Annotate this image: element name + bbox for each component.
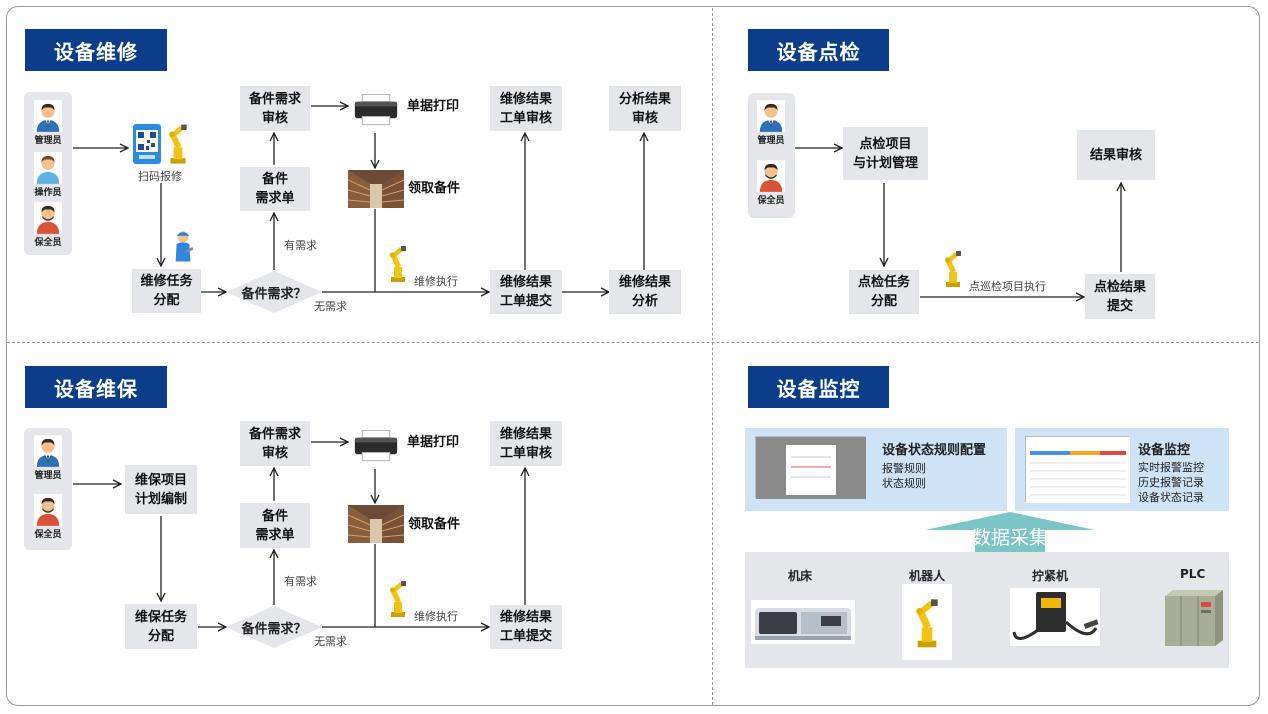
collect-arrow-shape: [925, 512, 1095, 552]
maintenance-decision: 备件需求？: [226, 606, 322, 648]
robot-arm-icon: [902, 584, 952, 660]
maintenance-pickup-label: 领取备件: [407, 516, 460, 532]
device-monitor-panel: 设备监控 实时报警监控 历史报警记录 设备状态记录: [1015, 428, 1229, 511]
maintenance-title: 设备维保: [25, 366, 167, 408]
qr-code-icon: [133, 124, 161, 164]
repair-analysis-box: 维修结果 分析: [609, 270, 681, 314]
horizontal-divider: [7, 342, 1259, 343]
repair-audit-box: 维修结果 工单审核: [490, 86, 562, 131]
device-monitor-screenshot: [1025, 436, 1130, 503]
security-avatar-icon: [34, 494, 62, 526]
repair-noneed-label: 无需求: [314, 300, 347, 313]
repair-print-label: 单据打印: [406, 98, 459, 114]
repair-request-box: 备件 需求单: [240, 167, 310, 211]
admin-avatar-icon: [34, 435, 62, 467]
role-security: 保全员: [22, 202, 74, 248]
repair-exec-label: 维修执行: [414, 275, 458, 288]
repair-pickup-label: 领取备件: [407, 180, 460, 196]
maintenance-need-label: 有需求: [284, 575, 317, 588]
vertical-divider: [712, 8, 713, 705]
rule-config-screenshot: [755, 436, 866, 499]
repair-review-box: 备件需求 审核: [240, 86, 310, 131]
device-plc-label: PLC: [1180, 567, 1206, 581]
repair-decision: 备件需求？: [226, 271, 322, 313]
device-monitor-item-realtime: 实时报警监控: [1138, 461, 1204, 474]
rule-config-title: 设备状态规则配置: [882, 443, 987, 458]
security-avatar-icon: [34, 202, 62, 234]
role-security: 保全员: [22, 494, 74, 540]
outer-frame: [6, 6, 1260, 706]
repair-task-box: 维修任务 分配: [132, 269, 201, 313]
robot-arm-icon: [165, 121, 191, 165]
maintenance-task-box: 维保任务 分配: [125, 604, 197, 649]
tightening-machine-icon: [1010, 588, 1100, 646]
maintenance-audit-box: 维修结果 工单审核: [490, 421, 562, 466]
printer-icon: [353, 430, 399, 462]
machine-tool-icon: [751, 600, 855, 644]
rule-config-item-status: 状态规则: [882, 477, 926, 490]
decision-diamond-shape: [226, 271, 322, 313]
rule-config-item-alarm: 报警规则: [882, 462, 926, 475]
maintenance-exec-label: 维修执行: [414, 610, 458, 623]
device-monitor-item-status: 设备状态记录: [1138, 491, 1204, 504]
role-admin: 管理员: [22, 100, 74, 146]
repair-submit-box: 维修结果 工单提交: [490, 270, 562, 314]
inspection-plan-box: 点检项目 与计划管理: [843, 127, 928, 180]
role-operator-label: 操作员: [34, 188, 62, 198]
maintenance-plan-box: 维保项目 计划编制: [125, 465, 197, 514]
repair-need-label: 有需求: [284, 239, 317, 252]
robot-arm-icon: [941, 248, 965, 288]
repair-title: 设备维修: [25, 29, 167, 71]
technician-icon: [172, 228, 194, 262]
maintenance-request-box: 备件 需求单: [240, 503, 310, 548]
plc-icon: [1165, 590, 1223, 646]
role-admin-label: 管理员: [34, 471, 62, 481]
device-robot-label: 机器人: [909, 569, 946, 583]
inspection-exec-label: 点巡检项目执行: [969, 280, 1046, 293]
warehouse-icon: [348, 505, 404, 543]
decision-diamond-shape: [226, 606, 322, 648]
printer-icon: [353, 94, 399, 126]
config-screen-preview: [756, 437, 866, 499]
maintenance-noneed-label: 无需求: [314, 635, 347, 648]
maintenance-decision-label: 备件需求？: [241, 621, 307, 637]
role-security-label: 保全员: [757, 196, 785, 206]
admin-avatar-icon: [34, 100, 62, 132]
device-monitor-item-history: 历史报警记录: [1138, 476, 1204, 489]
inspection-submit-box: 点检结果 提交: [1085, 274, 1155, 319]
repair-decision-label: 备件需求？: [241, 286, 307, 302]
inspection-title: 设备点检: [748, 29, 889, 71]
warehouse-icon: [348, 170, 404, 208]
admin-avatar-icon: [757, 100, 785, 132]
role-security-label: 保全员: [34, 530, 62, 540]
robot-arm-icon: [386, 243, 410, 283]
monitor-screen-preview: [1026, 437, 1130, 503]
role-admin: 管理员: [745, 100, 797, 146]
monitoring-title: 设备监控: [748, 366, 889, 408]
inspection-audit-box: 结果审核: [1077, 130, 1155, 180]
inspection-task-box: 点检任务 分配: [849, 270, 919, 314]
role-security-label: 保全员: [34, 238, 62, 248]
role-admin-label: 管理员: [757, 136, 785, 146]
role-admin: 管理员: [22, 435, 74, 481]
device-tightener-label: 拧紧机: [1032, 569, 1069, 583]
role-security: 保全员: [745, 160, 797, 206]
device-monitor-title: 设备监控: [1138, 443, 1191, 458]
security-avatar-icon: [757, 160, 785, 192]
robot-arm-icon: [386, 578, 410, 618]
device-machine-tool-label: 机床: [788, 569, 813, 583]
data-collect-label: 数据采集: [971, 526, 1048, 549]
operator-avatar-icon: [34, 152, 62, 184]
role-admin-label: 管理员: [34, 136, 62, 146]
role-operator: 操作员: [22, 152, 74, 198]
scan-report-label: 扫码报修: [138, 170, 182, 183]
maintenance-review-box: 备件需求 审核: [240, 421, 310, 466]
rule-config-panel: 设备状态规则配置 报警规则 状态规则: [745, 428, 1007, 511]
maintenance-submit-box: 维修结果 工单提交: [490, 605, 562, 649]
repair-analysis-audit-box: 分析结果 审核: [609, 86, 681, 131]
maintenance-print-label: 单据打印: [406, 434, 459, 450]
